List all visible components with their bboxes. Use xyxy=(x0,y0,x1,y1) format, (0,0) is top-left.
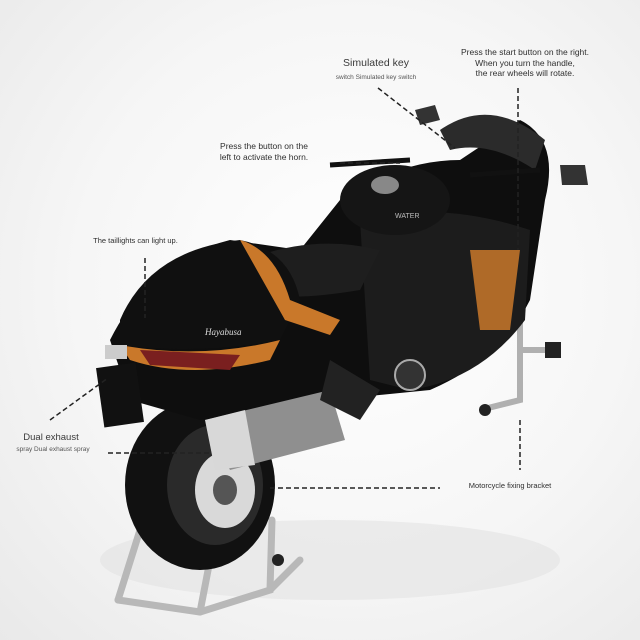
bracket-callout: Motorcycle fixing bracket xyxy=(468,481,552,490)
start-button-callout: Press the start button on the right. Whe… xyxy=(440,47,610,79)
svg-text:WATER: WATER xyxy=(395,213,420,220)
start-button-line1: Press the start button on the right. xyxy=(460,47,590,57)
simulated-key-title: Simulated key xyxy=(343,57,409,69)
callout-lines xyxy=(49,87,521,489)
taillights-callout: The taillights can light up. xyxy=(93,236,178,245)
svg-text:Hayabusa: Hayabusa xyxy=(204,327,242,337)
dual-exhaust-title: Dual exhaust xyxy=(23,432,79,443)
dual-exhaust-subtitle: spray Dual exhaust spray xyxy=(16,446,90,453)
horn-callout: Press the button on the left to activate… xyxy=(208,141,320,162)
horn-line1: Press the button on the xyxy=(220,141,308,151)
horn-line2: left to activate the horn. xyxy=(219,151,309,162)
simulated-key-subtitle: switch Simulated key switch xyxy=(335,74,417,81)
start-button-line2: When you turn the handle, xyxy=(475,57,575,68)
start-button-line3: the rear wheels will rotate. xyxy=(475,68,575,79)
